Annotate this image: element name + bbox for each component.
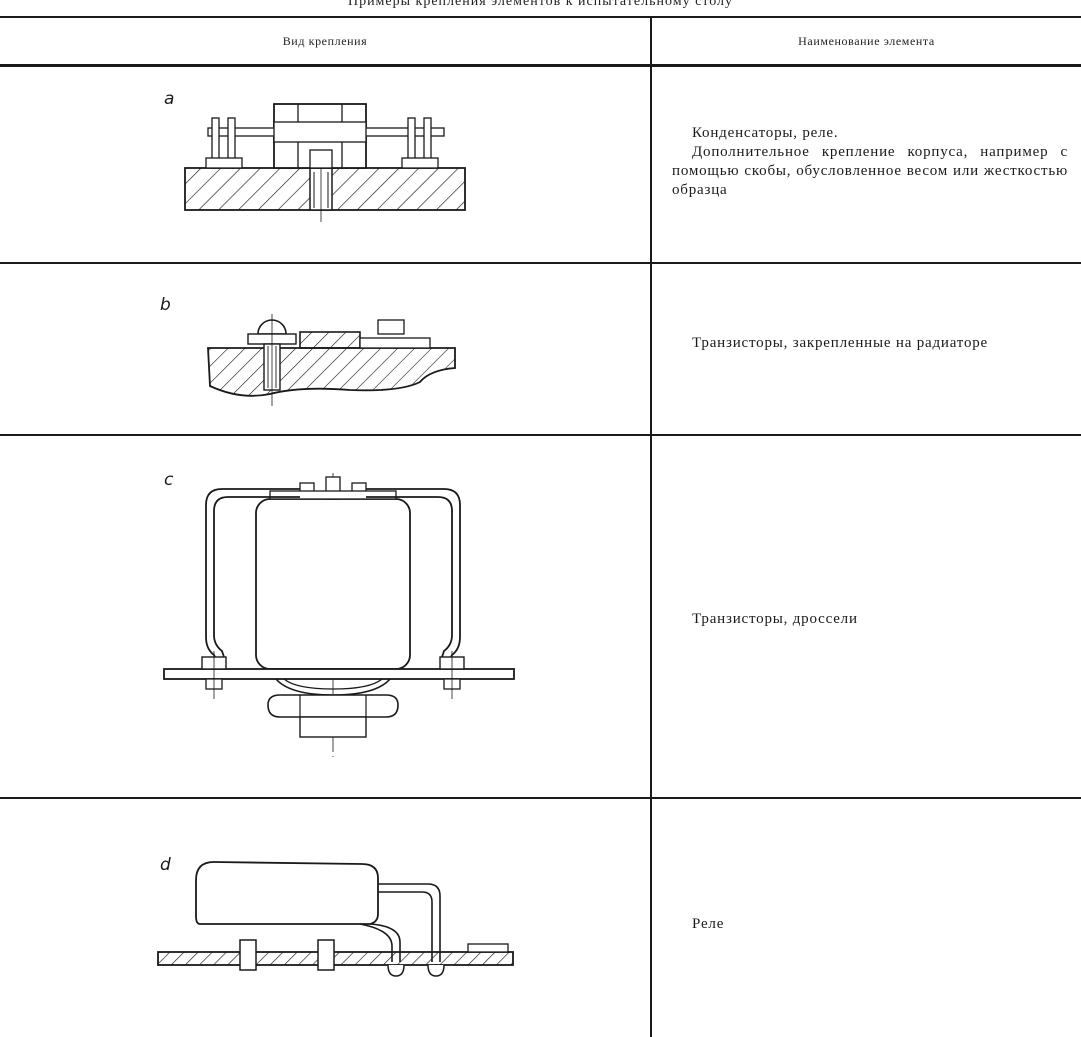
figure-a-capacitor-mount: a xyxy=(164,89,466,222)
row-a-line-2: Дополнительное крепление корпуса, наприм… xyxy=(672,144,1068,198)
row-c-line-1: Транзисторы, дроссели xyxy=(692,611,858,627)
row-divider xyxy=(0,262,1081,264)
figure-c-choke-mount: c xyxy=(163,470,515,757)
column-divider xyxy=(650,16,652,1037)
figure-d-relay-mount: d xyxy=(157,855,514,977)
row-d-line-1: Реле xyxy=(692,916,725,932)
row-d-description: Реле xyxy=(672,915,1068,934)
row-c-description: Транзисторы, дроссели xyxy=(672,610,1068,629)
row-a-description: Конденсаторы, реле. Дополнительное крепл… xyxy=(672,124,1068,200)
figure-b-letter: b xyxy=(160,295,171,315)
row-divider xyxy=(0,434,1081,436)
header-name: Наименование элемента xyxy=(798,34,935,48)
header-bottom-rule xyxy=(0,64,1081,67)
figure-d-letter: d xyxy=(160,855,171,875)
figure-b-transistor-on-radiator: b xyxy=(160,295,456,406)
figure-c-letter: c xyxy=(164,470,174,490)
figure-a-letter: a xyxy=(164,89,174,109)
row-b-line-1: Транзисторы, закрепленные на радиаторе xyxy=(692,335,988,351)
row-a-line-1: Конденсаторы, реле. xyxy=(692,125,839,141)
row-b-description: Транзисторы, закрепленные на радиаторе xyxy=(672,334,1068,353)
table-top-rule xyxy=(0,16,1081,18)
row-divider xyxy=(0,797,1081,799)
table-caption: Примеры крепления элементов к испытатель… xyxy=(347,0,734,9)
header-view: Вид крепления xyxy=(282,34,368,48)
